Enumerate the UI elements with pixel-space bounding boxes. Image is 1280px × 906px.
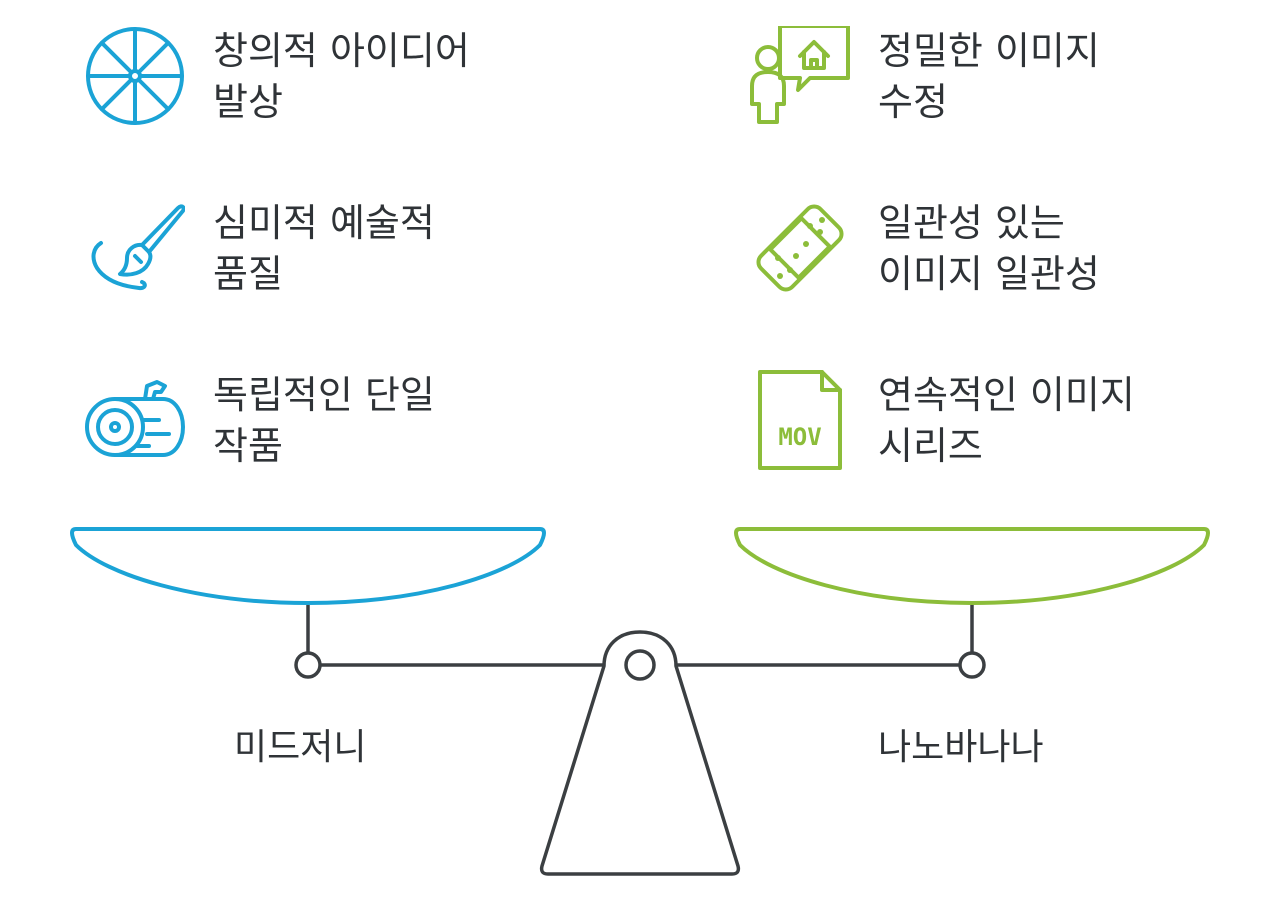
- person-house-bubble-icon: [750, 26, 850, 126]
- left-label: 미드저니: [234, 727, 367, 768]
- right-feature-3: MOV 연속적인 이미지 시리즈: [750, 370, 1238, 472]
- feature-label: 창의적 아이디어 발상: [213, 29, 470, 124]
- center-pivot: [624, 649, 656, 681]
- mov-file-icon: MOV: [750, 370, 850, 470]
- left-pan: [70, 527, 546, 605]
- left-feature-1: 창의적 아이디어 발상: [85, 26, 573, 128]
- left-feature-3: 독립적인 단일 작품: [85, 370, 573, 472]
- file-type-text: MOV: [778, 423, 821, 451]
- right-pan: [734, 527, 1210, 605]
- right-feature-1: 정밀한 이미지 수정: [750, 26, 1238, 128]
- right-pivot: [958, 651, 986, 679]
- fulcrum: [539, 630, 741, 876]
- wheel-icon: [85, 26, 185, 126]
- right-feature-2: 일관성 있는 이미지 일관성: [750, 198, 1238, 300]
- right-label: 나노바나나: [878, 727, 1044, 768]
- bandage-icon: [750, 198, 850, 298]
- feature-label: 심미적 예술적 품질: [213, 201, 435, 296]
- feature-label: 일관성 있는 이미지 일관성: [878, 201, 1100, 296]
- feature-label: 독립적인 단일 작품: [213, 373, 435, 468]
- feature-label: 연속적인 이미지 시리즈: [878, 373, 1135, 468]
- left-feature-2: 심미적 예술적 품질: [85, 198, 573, 300]
- feature-label: 정밀한 이미지 수정: [878, 29, 1100, 124]
- left-pivot: [294, 651, 322, 679]
- paintbrush-icon: [85, 198, 185, 298]
- log-icon: [85, 370, 185, 470]
